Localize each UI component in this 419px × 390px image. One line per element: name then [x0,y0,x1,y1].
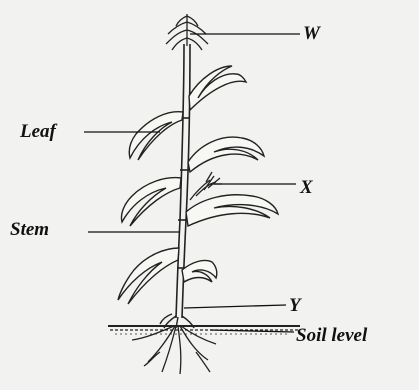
pointer-lines [84,34,300,332]
roots [132,326,216,374]
label-leaf: Leaf [20,122,56,141]
cob [190,172,222,200]
soil-surface [108,326,300,334]
pointer-y [184,305,286,308]
label-y: Y [289,296,301,315]
label-x: X [300,178,313,197]
label-soil-level: Soil level [296,326,367,345]
tassel [166,14,208,50]
label-w: W [303,24,320,43]
leaves [118,66,278,304]
label-stem: Stem [10,220,49,239]
